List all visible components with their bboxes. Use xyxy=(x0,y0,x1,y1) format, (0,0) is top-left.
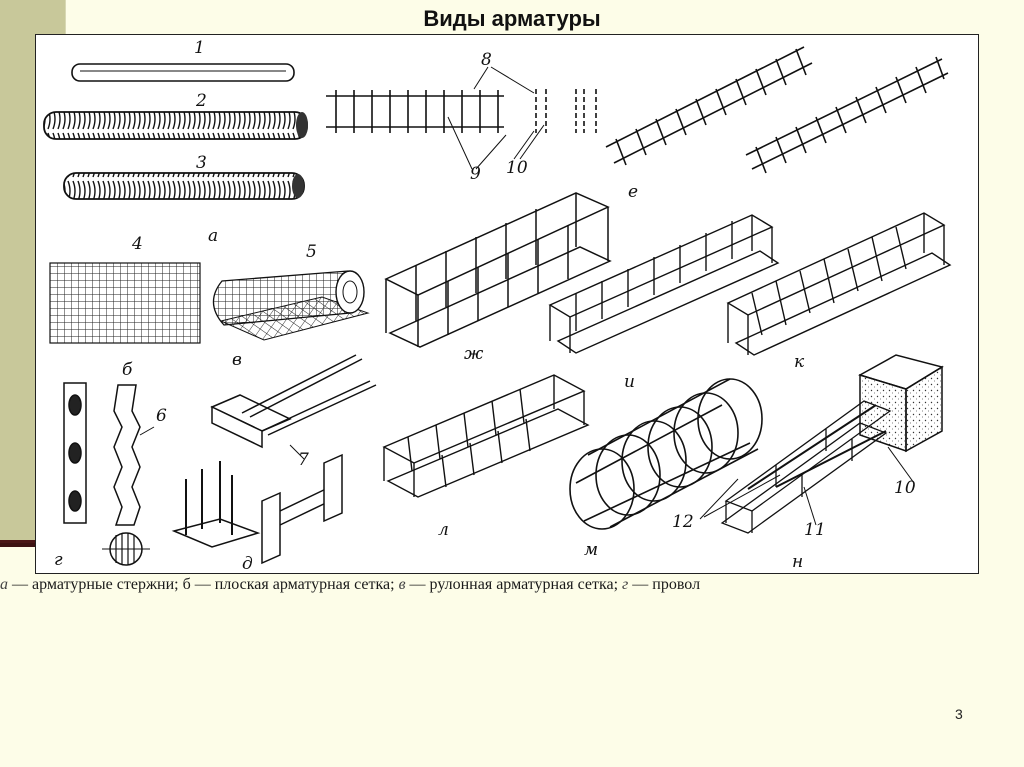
column-cage-n xyxy=(720,400,892,534)
caption-a-letter: а xyxy=(0,576,8,593)
reinforcement-figure: 1 2 3 а 4 5 в 8 9 10 е xyxy=(35,34,979,574)
flat-frame-ladder xyxy=(326,89,597,133)
label-9: 9 xyxy=(470,164,481,184)
label-m: м xyxy=(584,540,598,560)
embedded-part-channel xyxy=(210,354,377,449)
label-e: е xyxy=(628,182,638,202)
label-3: 3 xyxy=(196,153,207,173)
caption-g-text: — провол xyxy=(628,576,701,593)
label-4: 4 xyxy=(131,234,143,254)
label-11: 11 xyxy=(804,520,826,540)
rebar-rods-group xyxy=(43,63,308,200)
label-5: 5 xyxy=(306,242,317,262)
label-n: н xyxy=(792,552,803,572)
trough-cage-l xyxy=(382,374,590,498)
label-8: 8 xyxy=(481,50,492,70)
slide-title: Виды арматуры xyxy=(423,6,601,31)
label-zh: ж xyxy=(464,344,484,364)
label-l: л xyxy=(438,520,449,540)
label-12: 12 xyxy=(672,512,694,532)
label-k: к xyxy=(794,352,805,372)
label-i: и xyxy=(624,372,635,392)
spatial-cage-zh xyxy=(384,192,612,348)
decorative-rule xyxy=(0,543,40,547)
spatial-cage-k xyxy=(726,212,952,356)
smooth-rod xyxy=(71,63,295,82)
label-a: а xyxy=(208,226,218,246)
page-number: 3 xyxy=(955,706,963,722)
label-10-top: 10 xyxy=(506,158,528,178)
flat-mesh xyxy=(49,262,201,344)
anchor-base-plate xyxy=(171,461,261,548)
label-d: д xyxy=(242,554,253,573)
caption-g-letter: г xyxy=(622,576,629,593)
label-1: 1 xyxy=(194,38,205,58)
spatial-cage-i xyxy=(548,214,780,354)
embedded-part-plate xyxy=(261,453,343,565)
caption-v-letter: в xyxy=(398,576,406,593)
figure-caption: а — арматурные стержни; б — плоская арма… xyxy=(0,576,1024,598)
label-b: б xyxy=(122,360,133,380)
label-6: 6 xyxy=(156,406,167,426)
caption-v-text: — рулонная арматурная сетка; xyxy=(405,576,623,593)
diagonal-ladder-2 xyxy=(745,56,949,174)
label-2: 2 xyxy=(195,91,207,111)
wavy-strip xyxy=(113,384,141,526)
label-v: в xyxy=(232,350,242,370)
caption-a-text: — арматурные стержни; б — плоская армату… xyxy=(8,576,399,593)
diagonal-ladder-1 xyxy=(605,46,813,166)
rolled-mesh xyxy=(212,270,370,341)
circular-cage-m xyxy=(569,378,763,530)
label-g: г xyxy=(54,550,63,570)
ribbed-rod-crescent xyxy=(63,172,305,200)
label-10-bottom: 10 xyxy=(894,478,916,498)
ribbed-rod-periodic xyxy=(43,111,308,140)
label-7: 7 xyxy=(298,450,309,470)
column-block-n xyxy=(858,354,944,453)
perforated-strip xyxy=(63,382,87,524)
